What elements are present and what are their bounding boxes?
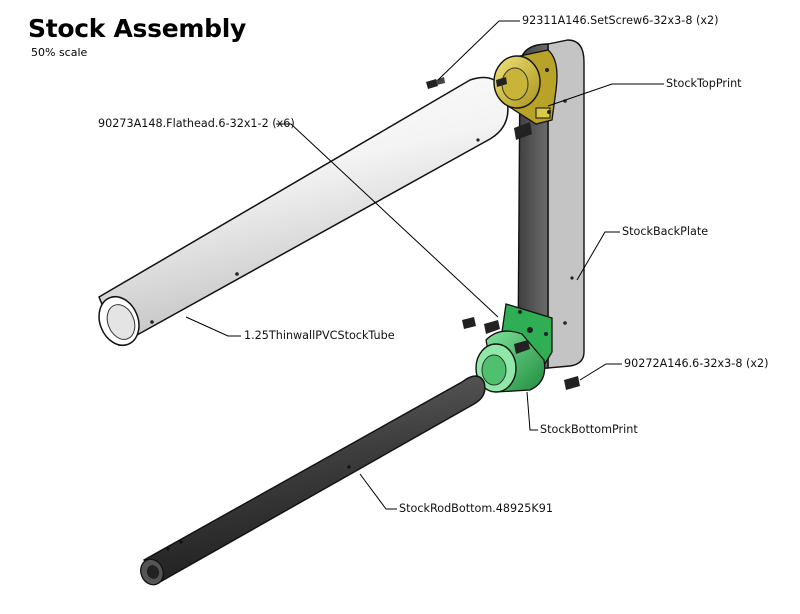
stock-bottom-print <box>475 303 553 393</box>
leader-back-plate <box>576 231 620 281</box>
flathead-screw-2 <box>462 317 476 329</box>
flathead-screw-3 <box>484 320 500 334</box>
flathead-screw-4 <box>514 340 530 354</box>
callout-bottom-print: StockBottomPrint <box>540 423 638 436</box>
flathead-screw-1 <box>514 122 532 140</box>
leader-top-print <box>547 83 664 107</box>
set-screw-top <box>426 77 445 89</box>
leader-flathead <box>276 123 499 318</box>
stock-top-print <box>493 49 558 125</box>
callout-back-plate: StockBackPlate <box>622 225 709 238</box>
set-screw-top-2 <box>496 77 507 87</box>
callout-pvc-tube: 1.25ThinwallPVCStockTube <box>244 329 395 342</box>
scale-note: 50% scale <box>31 46 88 59</box>
callout-top-print: StockTopPrint <box>666 77 742 90</box>
leader-setscrew-top <box>437 20 520 81</box>
page-title: Stock Assembly <box>28 14 246 43</box>
callout-rod-bottom: StockRodBottom.48925K91 <box>399 502 553 515</box>
callout-setscrew-top: 92311A146.SetScrew6-32x3-8 (x2) <box>522 14 719 27</box>
leader-pvc-tube <box>185 316 241 337</box>
screw-bottom <box>564 376 580 390</box>
leader-lines <box>185 20 664 510</box>
leader-bottom-print <box>526 391 538 431</box>
leader-screw-bottom <box>579 363 622 381</box>
leader-rod-bottom <box>359 473 397 510</box>
pvc-stock-tube <box>98 76 509 347</box>
callout-flathead: 90273A148.Flathead.6-32x1-2 (x6) <box>98 117 295 130</box>
stock-rod-bottom <box>140 375 486 586</box>
callout-screw-bottom: 90272A146.6-32x3-8 (x2) <box>624 357 769 370</box>
